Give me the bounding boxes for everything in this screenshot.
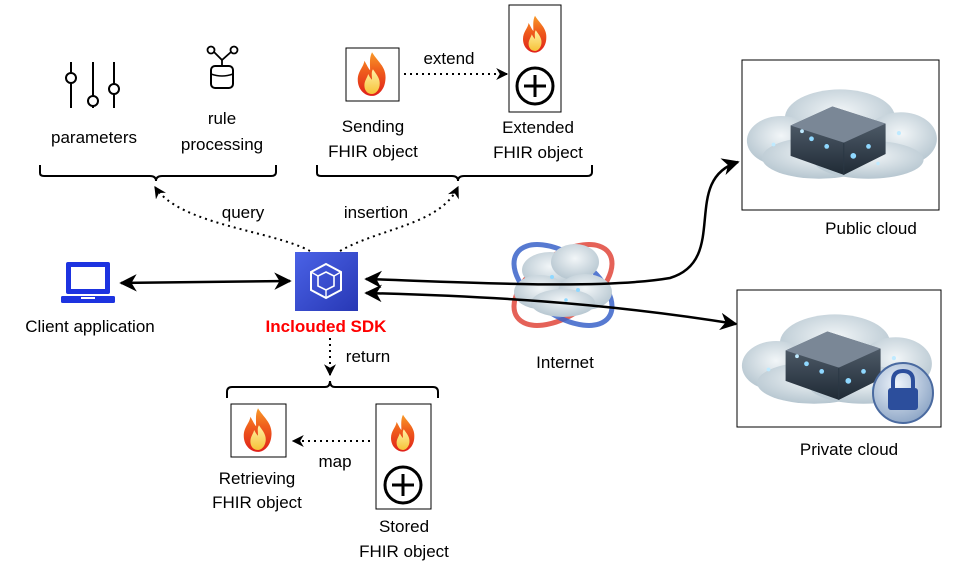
- extended-fhir-label-line2: FHIR object: [493, 143, 583, 162]
- private-cloud-icon: [736, 289, 942, 428]
- rule-processing-label-line2: processing: [181, 135, 263, 154]
- extended-fhir-icon: [508, 4, 562, 113]
- return-label: return: [346, 347, 390, 366]
- sdk-cube-icon: [295, 252, 358, 311]
- parameters-label: parameters: [51, 128, 137, 147]
- stored-fhir-label-line1: Stored: [379, 517, 429, 536]
- sdk-private-cloud-arrow: [364, 284, 738, 331]
- retrieving-fhir-label-line1: Retrieving: [219, 469, 296, 488]
- client-sdk-arrow: [119, 272, 292, 292]
- parameters-group-brace: [39, 165, 277, 182]
- sdk-label: Inclouded SDK: [266, 317, 388, 336]
- retrieving-fhir-icon: [230, 403, 287, 458]
- sending-fhir-label-line1: Sending: [342, 117, 404, 136]
- sending-fhir-icon: [345, 47, 400, 102]
- public-cloud-icon: [741, 59, 940, 211]
- query-label: query: [222, 203, 265, 222]
- stored-fhir-label-line2: FHIR object: [359, 542, 449, 561]
- retrieving-fhir-label-line2: FHIR object: [212, 493, 302, 512]
- private-cloud-label: Private cloud: [800, 440, 898, 459]
- stored-fhir-icon: [375, 403, 432, 510]
- sdk-public-cloud-arrow: [364, 158, 740, 289]
- client-application-label: Client application: [25, 317, 154, 336]
- extend-label: extend: [423, 49, 474, 68]
- map-label: map: [318, 452, 351, 471]
- laptop-icon: [61, 262, 115, 303]
- fhir-group-brace: [316, 165, 593, 182]
- rule-processing-label-line1: rule: [208, 109, 236, 128]
- sending-fhir-label-line2: FHIR object: [328, 142, 418, 161]
- lock-icon: [872, 362, 934, 424]
- public-cloud-label: Public cloud: [825, 219, 917, 238]
- extended-fhir-label-line1: Extended: [502, 118, 574, 137]
- internet-label: Internet: [536, 353, 594, 372]
- sliders-icon: [65, 62, 120, 108]
- rule-processing-icon: [206, 45, 239, 89]
- return-group-brace: [226, 380, 439, 398]
- insertion-label: insertion: [344, 203, 408, 222]
